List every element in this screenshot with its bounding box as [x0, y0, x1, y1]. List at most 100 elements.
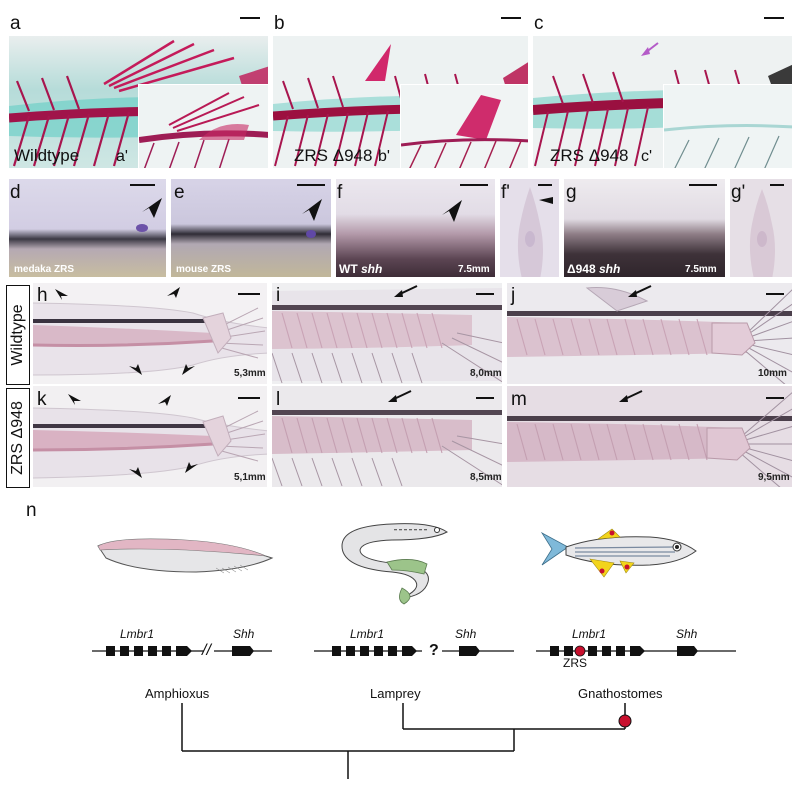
panel-i-stage: 8,0mm [470, 368, 502, 379]
mutant-row-label: ZRS Δ948 [9, 401, 26, 475]
panel-g-label-prefix: Δ948 [567, 262, 599, 276]
panel-d-letter: d [10, 182, 21, 203]
panel-m-arrow-icon [619, 390, 643, 402]
panel-i-arrow-icon [394, 285, 418, 297]
panel-g-label: Δ948 shh [567, 262, 620, 276]
panel-a-letter: a [10, 13, 21, 34]
panel-j-stage: 10mm [758, 368, 787, 379]
panel-f-prime-image [500, 179, 559, 277]
panel-b-letter: b [274, 13, 285, 34]
wildtype-row-label: Wildtype [9, 304, 26, 366]
panel-l [271, 385, 503, 488]
panel-e-letter: e [174, 182, 185, 203]
panel-d-label: medaka ZRS [14, 264, 75, 275]
panel-i-scale-bar [476, 293, 494, 295]
panel-f-letter: f [337, 182, 343, 203]
panel-g [563, 178, 726, 278]
panel-a-scale-bar [240, 17, 260, 19]
panel-i [271, 282, 503, 385]
panel-k-arrowhead-icon-4 [185, 462, 198, 473]
panel-c-caption: ZRS Δ948 [550, 146, 629, 165]
panel-h-arrowhead-icon-2 [167, 287, 180, 298]
amphioxus-locus-break: // [202, 642, 211, 659]
zrs-marker-icon [574, 645, 586, 657]
panel-f-prime [499, 178, 560, 278]
panel-a-inset-letter: a' [116, 148, 128, 165]
panel-k-image [33, 386, 267, 487]
panel-h-arrowhead-icon-3 [129, 364, 142, 375]
panel-m-letter: m [511, 389, 527, 410]
panel-c-inset-letter: c' [641, 148, 653, 165]
panel-g-prime-letter: g' [731, 182, 746, 203]
panel-e-scale-bar [297, 184, 325, 186]
panel-m [506, 385, 793, 488]
amphioxus-locus-gene-right: Shh [233, 627, 255, 641]
zebrafish-illustration [540, 528, 697, 578]
panel-h-arrowhead-icon-4 [182, 364, 195, 375]
panel-l-stage: 8,5mm [470, 472, 502, 483]
panel-k-letter: k [37, 389, 47, 410]
panel-k [32, 385, 268, 488]
panel-h-arrowhead-icon-1 [55, 289, 68, 300]
panel-b-scale-bar [501, 17, 521, 19]
panel-f [335, 178, 496, 278]
lamprey-locus-gene-left: Lmbr1 [350, 627, 385, 641]
panel-b-inset [400, 84, 529, 169]
panel-g-image [564, 179, 725, 277]
panel-h-scale-bar [238, 293, 260, 295]
panel-i-letter: i [276, 285, 281, 306]
panel-d-image [9, 179, 166, 277]
panel-m-scale-bar [766, 397, 784, 399]
panel-l-arrow-icon [388, 390, 412, 402]
panel-a-inset [138, 84, 269, 169]
panel-b-inset-image [401, 85, 528, 168]
panel-h-letter: h [37, 285, 48, 306]
panel-c-inset [663, 84, 793, 169]
zrs-origin-marker-icon [618, 714, 632, 728]
panel-e [170, 178, 332, 278]
panel-g-prime [729, 178, 793, 278]
gnathostome-locus-enhancer-label: ZRS [563, 656, 587, 670]
panel-c-scale-bar [764, 17, 784, 19]
gnathostome-locus-gene-right: Shh [676, 627, 698, 641]
panel-g-stage: 7.5mm [685, 264, 717, 275]
panel-k-arrowhead-icon-3 [129, 467, 142, 478]
panel-b-inset-letter: b' [378, 148, 390, 165]
panel-f-label-gene: shh [361, 262, 383, 276]
panel-g-label-gene: shh [598, 262, 621, 276]
panel-g-prime-image [730, 179, 792, 277]
phylogeny-tree [181, 703, 632, 779]
panel-a-caption: Wildtype [14, 146, 80, 165]
mutant-row-label-box: ZRS Δ948 [6, 388, 30, 488]
taxon-gnathostomes: Gnathostomes [578, 686, 663, 701]
panel-l-letter: l [276, 389, 281, 410]
panel-g-scale-bar [689, 184, 717, 186]
panel-j [506, 282, 793, 385]
panel-f-label: WT shh [339, 262, 382, 276]
panel-h-stage: 5,3mm [234, 368, 266, 379]
panel-l-scale-bar [476, 397, 494, 399]
amphioxus-illustration [97, 538, 274, 574]
panel-n-letter: n [26, 500, 37, 521]
panel-k-arrowhead-icon-1 [68, 394, 81, 405]
panel-k-arrowhead-icon-2 [158, 395, 171, 406]
panel-h-image [33, 283, 267, 384]
panel-g-prime-scale-bar [770, 184, 784, 186]
wildtype-row-label-box: Wildtype [6, 285, 30, 385]
panel-c-arrow-icon [641, 42, 659, 56]
panel-e-image [171, 179, 331, 277]
panel-i-image [272, 283, 502, 384]
panel-k-stage: 5,1mm [234, 472, 266, 483]
lamprey-locus-gene-right: Shh [455, 627, 477, 641]
panel-b-caption: ZRS Δ948 [294, 146, 373, 165]
panel-e-label: mouse ZRS [176, 264, 232, 275]
lamprey-locus-unknown: ? [429, 642, 439, 659]
panel-j-image [507, 283, 792, 384]
taxon-amphioxus: Amphioxus [145, 686, 210, 701]
panel-d-arrowhead-icon [142, 198, 162, 218]
amphioxus-locus-gene-left: Lmbr1 [120, 627, 155, 641]
gnathostome-locus-gene-left: Lmbr1 [572, 627, 607, 641]
panel-g-letter: g [566, 182, 577, 203]
panel-d-scale-bar [130, 184, 155, 186]
panel-f-label-prefix: WT [339, 262, 361, 276]
